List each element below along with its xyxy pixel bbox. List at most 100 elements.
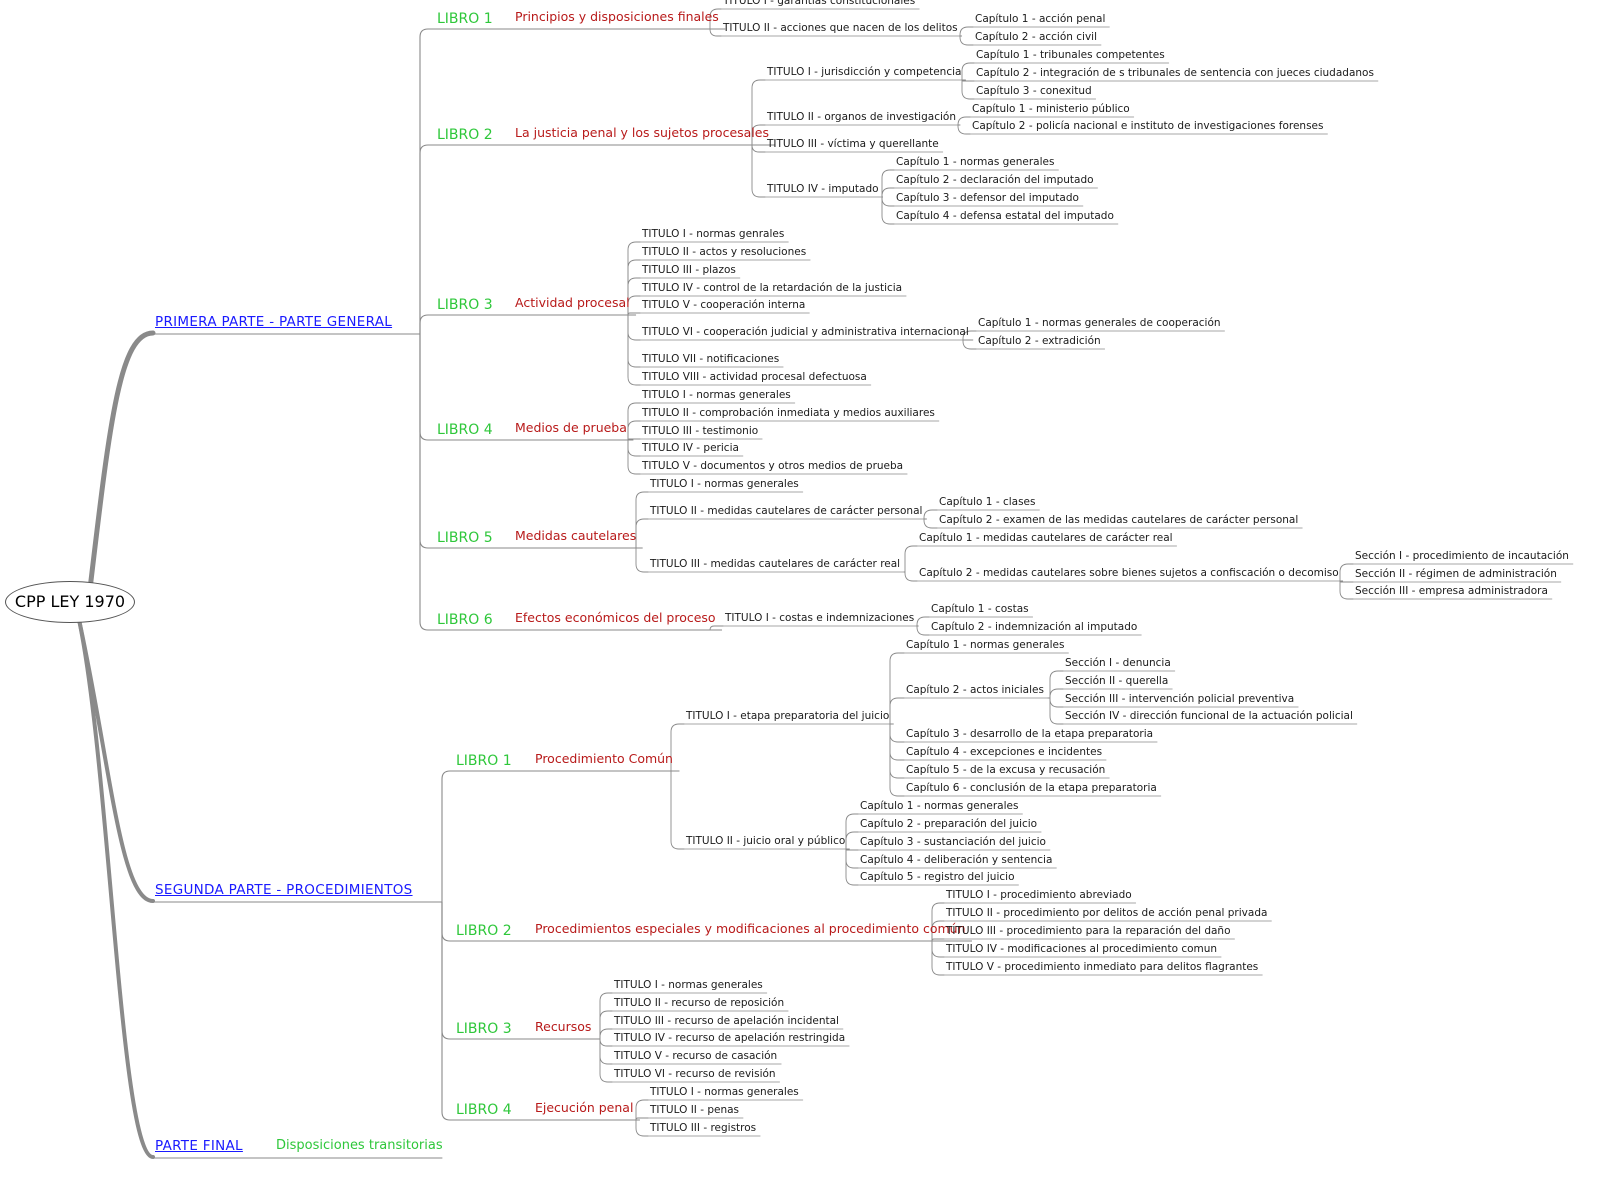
parte-final-note[interactable]: Disposiciones transitorias [276,1138,443,1153]
libro-title[interactable]: Principios y disposiciones finales [515,9,719,24]
seccion-node[interactable]: Sección III - empresa administradora [1355,585,1548,597]
libro-label[interactable]: LIBRO 2 [437,127,493,143]
titulo-node[interactable]: TITULO V - documentos y otros medios de … [642,460,904,472]
capitulo-node[interactable]: Capítulo 4 - excepciones e incidentes [906,746,1103,758]
titulo-node[interactable]: TITULO V - cooperación interna [642,299,806,311]
capitulo-node[interactable]: Capítulo 2 - actos iniciales [906,684,1044,696]
capitulo-node[interactable]: Capítulo 2 - extradición [978,335,1101,347]
libro-title[interactable]: Procedimiento Común [535,751,673,766]
titulo-node[interactable]: TITULO VI - recurso de revisión [614,1068,776,1080]
libro-title[interactable]: Ejecución penal [535,1100,634,1115]
capitulo-node[interactable]: Capítulo 2 - medidas cautelares sobre bi… [919,567,1339,579]
libro-label[interactable]: LIBRO 2 [456,923,512,939]
titulo-node[interactable]: TITULO I - normas generales [650,478,799,490]
libro-title[interactable]: Actividad procesal [515,295,630,310]
seccion-node[interactable]: Sección I - denuncia [1065,657,1171,669]
titulo-node[interactable]: TITULO IV - recurso de apelación restrin… [614,1032,846,1044]
capitulo-node[interactable]: Capítulo 1 - normas generales [906,639,1065,651]
capitulo-node[interactable]: Capítulo 1 - tribunales competentes [976,49,1165,61]
titulo-node[interactable]: TITULO III - víctima y querellante [767,138,939,150]
titulo-node[interactable]: TITULO I - garantías constitucionales [723,0,916,7]
libro-title[interactable]: Procedimientos especiales y modificacion… [535,921,966,936]
capitulo-node[interactable]: Capítulo 6 - conclusión de la etapa prep… [906,782,1157,794]
capitulo-node[interactable]: Capítulo 1 - normas generales [896,156,1055,168]
capitulo-node[interactable]: Capítulo 4 - defensa estatal del imputad… [896,210,1114,222]
titulo-node[interactable]: TITULO VI - cooperación judicial y admin… [642,326,969,338]
capitulo-node[interactable]: Capítulo 1 - ministerio público [972,103,1130,115]
titulo-node[interactable]: TITULO II - penas [650,1104,740,1116]
titulo-node[interactable]: TITULO II - actos y resoluciones [642,246,807,258]
libro-label[interactable]: LIBRO 6 [437,612,493,628]
libro-label[interactable]: LIBRO 1 [456,753,512,769]
capitulo-node[interactable]: Capítulo 1 - acción penal [975,13,1106,25]
capitulo-node[interactable]: Capítulo 2 - policía nacional e institut… [972,120,1324,132]
titulo-node[interactable]: TITULO II - juicio oral y público [686,835,846,847]
titulo-node[interactable]: TITULO III - registros [650,1122,757,1134]
titulo-node[interactable]: TITULO VII - notificaciones [642,353,780,365]
titulo-node[interactable]: TITULO IV - control de la retardación de… [642,282,903,294]
titulo-node[interactable]: TITULO I - jurisdicción y competencia [767,66,962,78]
titulo-node[interactable]: TITULO I - normas generales [650,1086,799,1098]
root-node[interactable]: CPP LEY 1970 [5,581,135,623]
titulo-node[interactable]: TITULO I - procedimiento abreviado [946,889,1132,901]
libro-title[interactable]: Recursos [535,1019,592,1034]
part-heading[interactable]: SEGUNDA PARTE - PROCEDIMIENTOS [155,882,413,898]
titulo-node[interactable]: TITULO III - recurso de apelación incide… [614,1015,839,1027]
part-heading[interactable]: PRIMERA PARTE - PARTE GENERAL [155,314,393,330]
libro-label[interactable]: LIBRO 1 [437,11,493,27]
titulo-node[interactable]: TITULO I - etapa preparatoria del juicio [686,710,890,722]
titulo-node[interactable]: TITULO II - medidas cautelares de caráct… [650,505,923,517]
capitulo-node[interactable]: Capítulo 1 - clases [939,496,1036,508]
seccion-node[interactable]: Sección IV - dirección funcional de la a… [1065,710,1353,722]
capitulo-node[interactable]: Capítulo 2 - integración de s tribunales… [976,67,1374,79]
libro-label[interactable]: LIBRO 4 [437,422,493,438]
capitulo-node[interactable]: Capítulo 1 - normas generales [860,800,1019,812]
capitulo-node[interactable]: Capítulo 2 - acción civil [975,31,1097,43]
capitulo-node[interactable]: Capítulo 1 - normas generales de coopera… [978,317,1221,329]
seccion-node[interactable]: Sección II - régimen de administración [1355,568,1557,580]
titulo-node[interactable]: TITULO IV - pericia [642,442,739,454]
titulo-node[interactable]: TITULO IV - imputado [767,183,879,195]
titulo-node[interactable]: TITULO VIII - actividad procesal defectu… [642,371,867,383]
capitulo-node[interactable]: Capítulo 2 - examen de las medidas caute… [939,514,1299,526]
capitulo-node[interactable]: Capítulo 3 - sustanciación del juicio [860,836,1046,848]
titulo-node[interactable]: TITULO II - procedimiento por delitos de… [946,907,1268,919]
titulo-node[interactable]: TITULO V - procedimiento inmediato para … [946,961,1259,973]
libro-title[interactable]: Medios de prueba [515,420,627,435]
titulo-node[interactable]: TITULO V - recurso de casación [614,1050,778,1062]
capitulo-node[interactable]: Capítulo 2 - declaración del imputado [896,174,1094,186]
capitulo-node[interactable]: Capítulo 3 - desarrollo de la etapa prep… [906,728,1154,740]
titulo-node[interactable]: TITULO II - recurso de reposición [614,997,785,1009]
titulo-node[interactable]: TITULO III - plazos [642,264,736,276]
libro-label[interactable]: LIBRO 4 [456,1102,512,1118]
libro-title[interactable]: Medidas cautelares [515,528,637,543]
seccion-node[interactable]: Sección III - intervención policial prev… [1065,693,1295,705]
capitulo-node[interactable]: Capítulo 5 - de la excusa y recusación [906,764,1106,776]
titulo-node[interactable]: TITULO III - procedimiento para la repar… [946,925,1231,937]
titulo-node[interactable]: TITULO IV - modificaciones al procedimie… [946,943,1218,955]
seccion-node[interactable]: Sección II - querella [1065,675,1169,687]
titulo-node[interactable]: TITULO II - organos de investigación [767,111,956,123]
part-heading[interactable]: PARTE FINAL [155,1138,243,1154]
libro-label[interactable]: LIBRO 3 [456,1021,512,1037]
titulo-node[interactable]: TITULO II - acciones que nacen de los de… [723,22,958,34]
capitulo-node[interactable]: Capítulo 5 - registro del juicio [860,871,1015,883]
capitulo-node[interactable]: Capítulo 1 - costas [931,603,1029,615]
titulo-node[interactable]: TITULO I - normas generales [614,979,763,991]
libro-label[interactable]: LIBRO 5 [437,530,493,546]
titulo-node[interactable]: TITULO III - medidas cautelares de carác… [650,558,901,570]
titulo-node[interactable]: TITULO III - testimonio [642,425,759,437]
libro-title[interactable]: La justicia penal y los sujetos procesal… [515,125,769,140]
titulo-node[interactable]: TITULO I - normas generales [642,389,791,401]
titulo-node[interactable]: TITULO I - costas e indemnizaciones [725,612,915,624]
capitulo-node[interactable]: Capítulo 3 - conexitud [976,85,1092,97]
titulo-node[interactable]: TITULO I - normas genrales [642,228,785,240]
capitulo-node[interactable]: Capítulo 2 - preparación del juicio [860,818,1038,830]
capitulo-node[interactable]: Capítulo 1 - medidas cautelares de carác… [919,532,1173,544]
seccion-node[interactable]: Sección I - procedimiento de incautación [1355,550,1569,562]
capitulo-node[interactable]: Capítulo 3 - defensor del imputado [896,192,1079,204]
capitulo-node[interactable]: Capítulo 2 - indemnización al imputado [931,621,1138,633]
libro-title[interactable]: Efectos económicos del proceso [515,610,716,625]
libro-label[interactable]: LIBRO 3 [437,297,493,313]
capitulo-node[interactable]: Capítulo 4 - deliberación y sentencia [860,854,1053,866]
